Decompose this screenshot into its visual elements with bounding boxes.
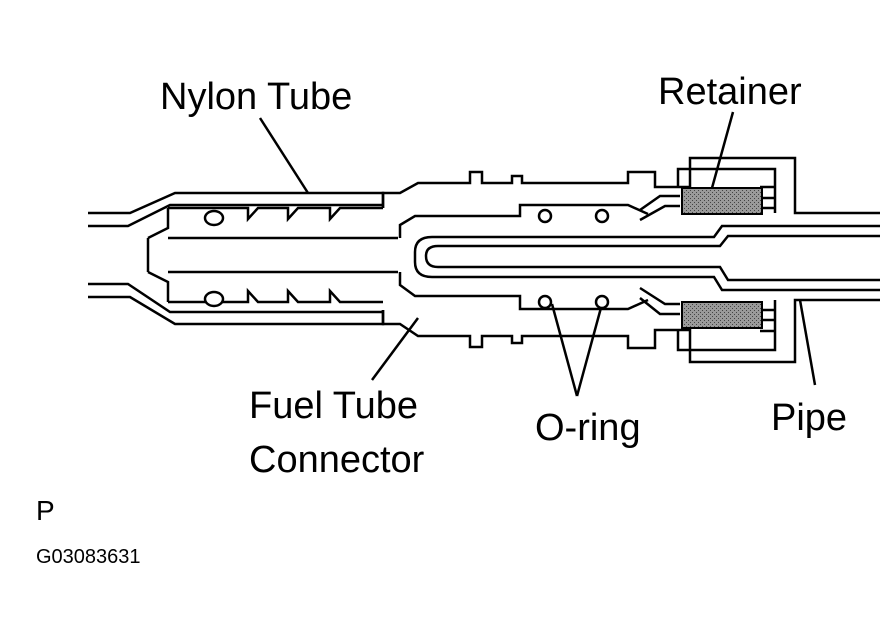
retainer-lower [681,301,763,329]
connector-stem [146,206,398,304]
corner-mark: P [36,495,55,526]
o-ring-lower-right [594,294,610,310]
o-ring-nylon-lower [203,290,225,308]
label-fuel-tube-connector-line2: Connector [249,439,425,481]
label-fuel-tube-connector-line1: Fuel Tube [249,385,418,427]
label-nylon-tube: Nylon Tube [160,76,352,118]
o-rings [203,208,610,310]
label-pipe: Pipe [771,397,847,439]
o-ring-upper-right [594,208,610,224]
o-ring-nylon-upper [203,209,225,227]
o-ring-lower-left [537,294,553,310]
nylon-tube [88,191,385,326]
leader-lines [258,111,817,397]
label-retainer: Retainer [658,71,802,113]
figure-code: G03083631 [36,546,141,568]
label-o-ring: O-ring [535,407,641,449]
retainer-upper [681,187,763,215]
pipe [413,224,880,292]
o-ring-upper-left [537,208,553,224]
connector-body [381,156,880,364]
